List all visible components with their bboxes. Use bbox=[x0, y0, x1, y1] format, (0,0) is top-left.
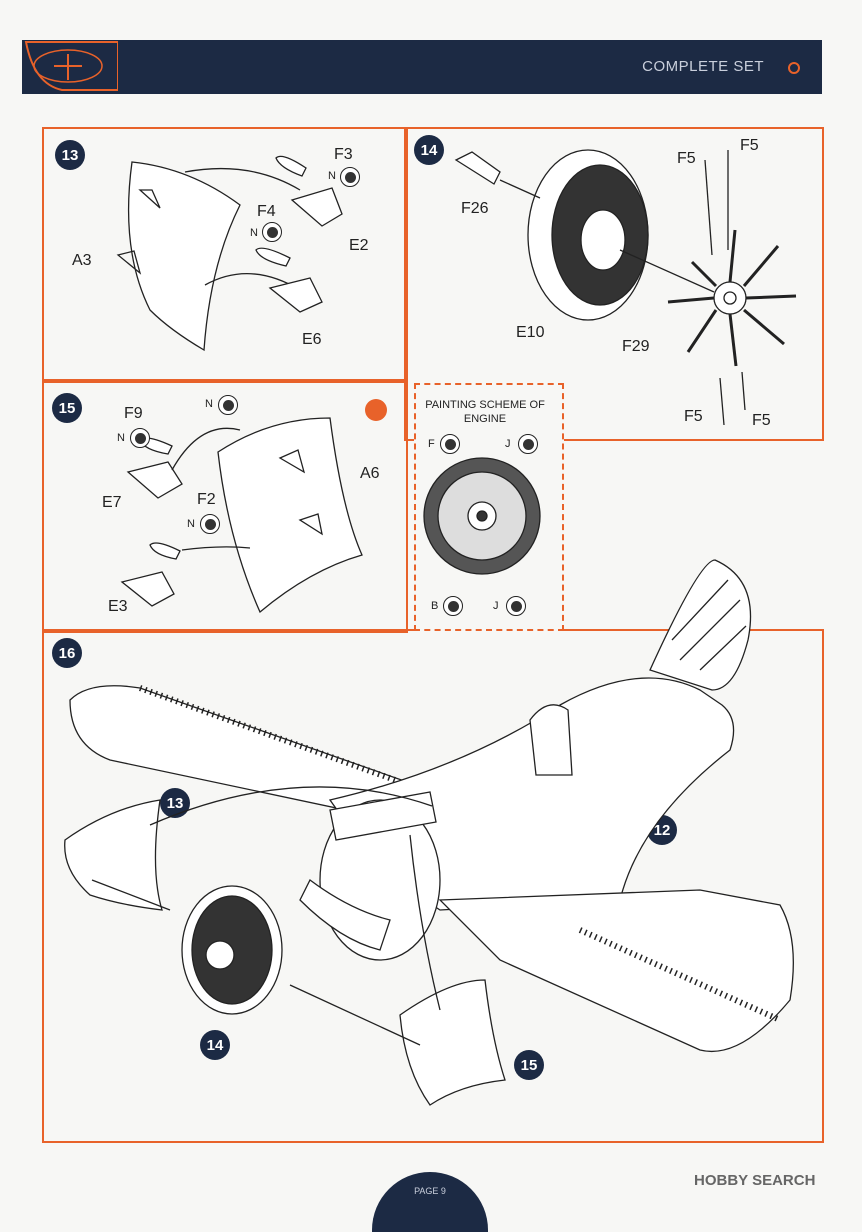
paint-chip-icon bbox=[130, 428, 150, 448]
paint-chip-icon bbox=[340, 167, 360, 187]
part-e3: E3 bbox=[108, 598, 128, 615]
paint-n-15c: N bbox=[187, 518, 195, 530]
paint-color-f: F bbox=[428, 438, 435, 450]
part-f5: F5 bbox=[684, 408, 703, 425]
callout-13: 13 bbox=[160, 788, 190, 818]
paint-n-13a: N bbox=[328, 170, 336, 182]
paint-n-15b: N bbox=[205, 398, 213, 410]
step-13-panel bbox=[42, 127, 408, 383]
paint-n-15a: N bbox=[117, 432, 125, 444]
part-f29: F29 bbox=[622, 338, 650, 355]
paint-chip-icon bbox=[506, 596, 526, 616]
paint-chip-icon bbox=[218, 395, 238, 415]
part-f2: F2 bbox=[197, 491, 216, 508]
step-14-badge: 14 bbox=[414, 135, 444, 165]
paint-chip-icon bbox=[262, 222, 282, 242]
part-e6: E6 bbox=[302, 331, 322, 348]
brand-logo bbox=[24, 41, 118, 91]
step-16-badge: 16 bbox=[52, 638, 82, 668]
paint-chip-icon bbox=[200, 514, 220, 534]
step-15-badge: 15 bbox=[52, 393, 82, 423]
part-f5: F5 bbox=[677, 150, 696, 167]
paint-chip-icon bbox=[443, 596, 463, 616]
part-f26: F26 bbox=[461, 200, 489, 217]
glue-icon bbox=[365, 399, 387, 421]
callout-14: 14 bbox=[200, 1030, 230, 1060]
painting-scheme-title: PAINTING SCHEME OF ENGINE bbox=[425, 399, 545, 425]
paint-color-j: J bbox=[505, 438, 511, 450]
part-e2: E2 bbox=[349, 237, 369, 254]
header-bar: COMPLETE SET bbox=[22, 40, 822, 94]
step-15-panel bbox=[42, 379, 408, 633]
page-number: PAGE 9 bbox=[414, 1186, 446, 1196]
part-a3: A3 bbox=[72, 252, 92, 269]
paint-color-j2: J bbox=[493, 600, 499, 612]
part-f9: F9 bbox=[124, 405, 143, 422]
part-a6: A6 bbox=[360, 465, 380, 482]
part-f4: F4 bbox=[257, 203, 276, 220]
paint-n-13b: N bbox=[250, 227, 258, 239]
paint-chip-icon bbox=[440, 434, 460, 454]
part-f5: F5 bbox=[752, 412, 771, 429]
assembly-drawings bbox=[64, 149, 797, 1106]
paint-color-b: B bbox=[431, 600, 439, 612]
part-f5: F5 bbox=[740, 137, 759, 154]
step-13-badge: 13 bbox=[55, 140, 85, 170]
header-dot-icon bbox=[788, 62, 800, 74]
paint-chip-icon bbox=[518, 434, 538, 454]
watermark: HOBBY SEARCH bbox=[694, 1172, 816, 1189]
step-14-panel bbox=[404, 127, 824, 441]
callout-15: 15 bbox=[514, 1050, 544, 1080]
header-title: COMPLETE SET bbox=[642, 58, 764, 75]
part-e7: E7 bbox=[102, 494, 122, 511]
part-f3: F3 bbox=[334, 146, 353, 163]
part-e10: E10 bbox=[516, 324, 545, 341]
